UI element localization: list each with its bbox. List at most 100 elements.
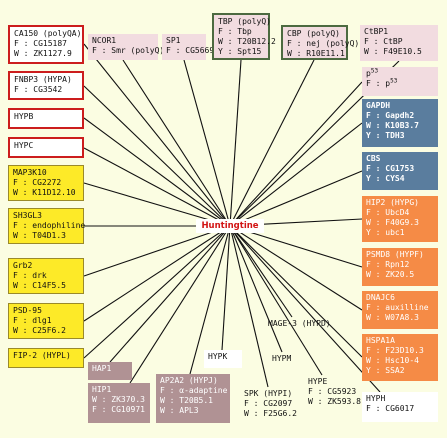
connector-hspa1a <box>229 225 363 358</box>
node-title: HAP1 <box>92 364 112 373</box>
node-fnbp3: FNBP3 (HYPA)F : CG3542 <box>8 71 84 100</box>
node-ortholog: F : CG5669 <box>166 46 215 55</box>
node-title: DNAJC6 <box>366 293 395 302</box>
node-title: CA150 (polyQA) <box>14 29 82 38</box>
connector-cbs <box>229 170 363 227</box>
node-ortholog: W : F40G9.3 <box>366 218 419 227</box>
node-title: CBP (polyQ) <box>287 29 340 38</box>
node-ortholog: Y : ubc1 <box>366 228 405 237</box>
connector-ap2a2 <box>189 225 231 375</box>
connector-ncor1 <box>122 59 231 227</box>
node-ortholog: W : K10B3.7 <box>366 121 419 130</box>
node-ortholog: W : C14F5.5 <box>13 281 66 290</box>
node-ortholog: Y : SSA2 <box>366 366 405 375</box>
node-title: CtBP1 <box>364 27 389 36</box>
node-title: HYPB <box>14 112 34 121</box>
connector-psd95 <box>83 225 231 322</box>
node-title: SPK (HYPI) <box>244 389 293 398</box>
node-title: HYPC <box>14 141 34 150</box>
node-ortholog: F : α-adaptine <box>160 386 228 395</box>
connector-hypb <box>83 117 231 227</box>
node-ortholog: F : F23D10.3 <box>366 346 424 355</box>
node-hypc: HYPC <box>8 137 84 158</box>
node-ortholog: F : dlg1 <box>13 316 52 325</box>
node-ortholog: W : F49E10.5 <box>364 47 422 56</box>
node-ortholog: F : CtBP <box>364 37 403 46</box>
node-ortholog: F : CG2097 <box>244 399 293 408</box>
node-title: PSD-95 <box>13 306 42 315</box>
node-mage3: MAGE-3 (HYPD) <box>264 317 342 331</box>
node-title: HYPK <box>208 352 228 361</box>
connector-sp1 <box>183 59 231 227</box>
node-ortholog: F : CG1753 <box>366 164 415 173</box>
connector-hypk <box>221 225 231 351</box>
node-ortholog: W : F25G6.2 <box>244 409 297 418</box>
center-node-huntingtine: Huntingtine <box>196 219 264 233</box>
node-title: TBP (polyQ) <box>218 17 271 26</box>
node-ortholog: F : UbcD4 <box>366 208 410 217</box>
node-title: NCOR1 <box>92 36 117 45</box>
node-title: HIP2 (HYPG) <box>366 198 419 207</box>
node-ortholog: F : Tbp <box>218 27 252 36</box>
node-ortholog: W : C25F6.2 <box>13 326 66 335</box>
node-ortholog: F : endophiline <box>13 221 86 230</box>
node-ortholog: F : CG10971 <box>92 405 145 414</box>
connector-grb2 <box>83 225 231 277</box>
connector-gapdh <box>229 122 363 227</box>
node-title: SP1 <box>166 36 181 45</box>
connector-hap1 <box>109 225 231 363</box>
node-title: CBS <box>366 154 381 163</box>
node-hap1: HAP1 <box>88 362 132 380</box>
node-ortholog: F : CG3542 <box>14 85 63 94</box>
node-fip2: FIP-2 (HYPL) <box>8 348 84 368</box>
connector-ca150 <box>83 43 231 227</box>
node-ortholog: F : CG15187 <box>14 39 67 48</box>
node-title: HYPE <box>308 377 328 386</box>
connector-dnajc6 <box>229 225 363 311</box>
node-hypk: HYPK <box>204 350 242 368</box>
node-title: MAGE-3 (HYPD) <box>268 319 331 328</box>
node-superscript: 53 <box>370 67 379 75</box>
connector-fip2 <box>83 225 231 359</box>
node-ortholog: F : drk <box>13 271 47 280</box>
node-ortholog: W : T04D1.3 <box>13 231 66 240</box>
connector-cbp <box>229 59 315 227</box>
node-title: MAP3K10 <box>13 168 47 177</box>
node-title: Grb2 <box>13 261 33 270</box>
node-ortholog: F : p53 <box>366 77 398 88</box>
connector-fnbp3 <box>83 85 231 227</box>
node-title: SH3GL3 <box>13 211 42 220</box>
node-ortholog: F : CG2272 <box>13 178 62 187</box>
node-title: HYPM <box>272 354 292 363</box>
node-ortholog: Y : Spt15 <box>218 47 262 56</box>
connector-hip1 <box>129 225 231 384</box>
node-title: p53 <box>366 67 379 78</box>
connector-spk <box>229 225 269 388</box>
node-ortholog: W : ZK1127.9 <box>14 49 72 58</box>
node-ortholog: F : Gapdh2 <box>366 111 415 120</box>
node-ortholog: F : auxilline <box>366 303 429 312</box>
node-title: FIP-2 (HYPL) <box>13 351 71 360</box>
node-ortholog: W : ZK370.3 <box>92 395 145 404</box>
node-title: FNBP3 (HYPA) <box>14 75 72 84</box>
node-ortholog: W : W07A8.3 <box>366 313 419 322</box>
node-title: HIP1 <box>92 385 112 394</box>
